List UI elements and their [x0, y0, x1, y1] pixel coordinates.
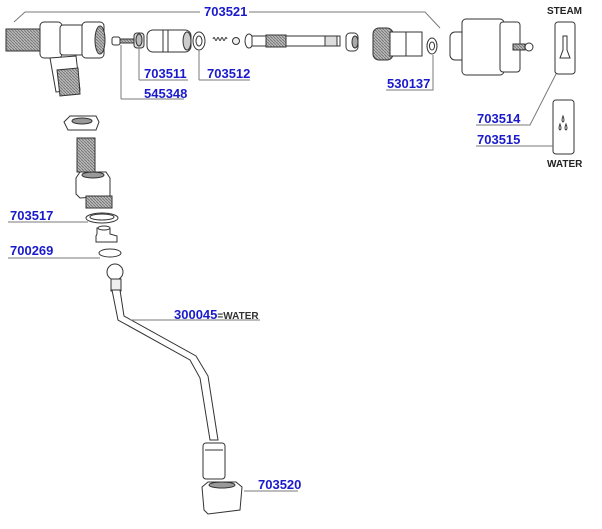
- water-drops-icon: [558, 114, 568, 131]
- part-label-700269[interactable]: 700269: [10, 243, 54, 258]
- valve-body: [5, 21, 106, 97]
- knob: [449, 18, 534, 76]
- water-caption: WATER: [547, 159, 583, 170]
- ball: [232, 37, 240, 45]
- part-label-300045[interactable]: 300045: [174, 307, 218, 322]
- cylinder-part: [146, 29, 192, 53]
- leader-lines: [8, 11, 557, 492]
- cone-seal: [95, 225, 118, 243]
- screw-545348: [111, 36, 135, 46]
- steam-cap: [554, 21, 576, 75]
- piston-rod: [244, 33, 341, 49]
- small-nut: [345, 32, 359, 52]
- water-pipe: [106, 263, 226, 480]
- part-703511: [133, 32, 145, 49]
- bonnet: [372, 27, 423, 61]
- steam-symbol-icon: [559, 35, 571, 59]
- part-label-703517[interactable]: 703517: [10, 208, 54, 223]
- part-label-703521[interactable]: 703521: [204, 4, 248, 19]
- small-spring: [212, 37, 228, 41]
- part-label-703520[interactable]: 703520: [258, 477, 302, 492]
- fitting: [75, 171, 113, 209]
- part-label-703511[interactable]: 703511: [144, 66, 187, 81]
- oring-700269: [98, 248, 122, 258]
- part-label-703515[interactable]: 703515: [477, 132, 521, 147]
- hex-nut-top: [63, 115, 100, 131]
- part-label-300045-suffix: =WATER: [217, 311, 259, 322]
- spring: [76, 137, 96, 173]
- part-label-703512[interactable]: 703512: [207, 66, 251, 81]
- part-label-545348[interactable]: 545348: [144, 86, 188, 101]
- part-label-300045-group: 300045=WATER: [174, 308, 259, 324]
- part-label-530137[interactable]: 530137: [387, 76, 431, 91]
- hex-nut-bottom: [201, 481, 243, 515]
- steam-caption: STEAM: [547, 6, 582, 17]
- part-label-703514[interactable]: 703514: [477, 111, 521, 126]
- water-cap: [552, 99, 575, 155]
